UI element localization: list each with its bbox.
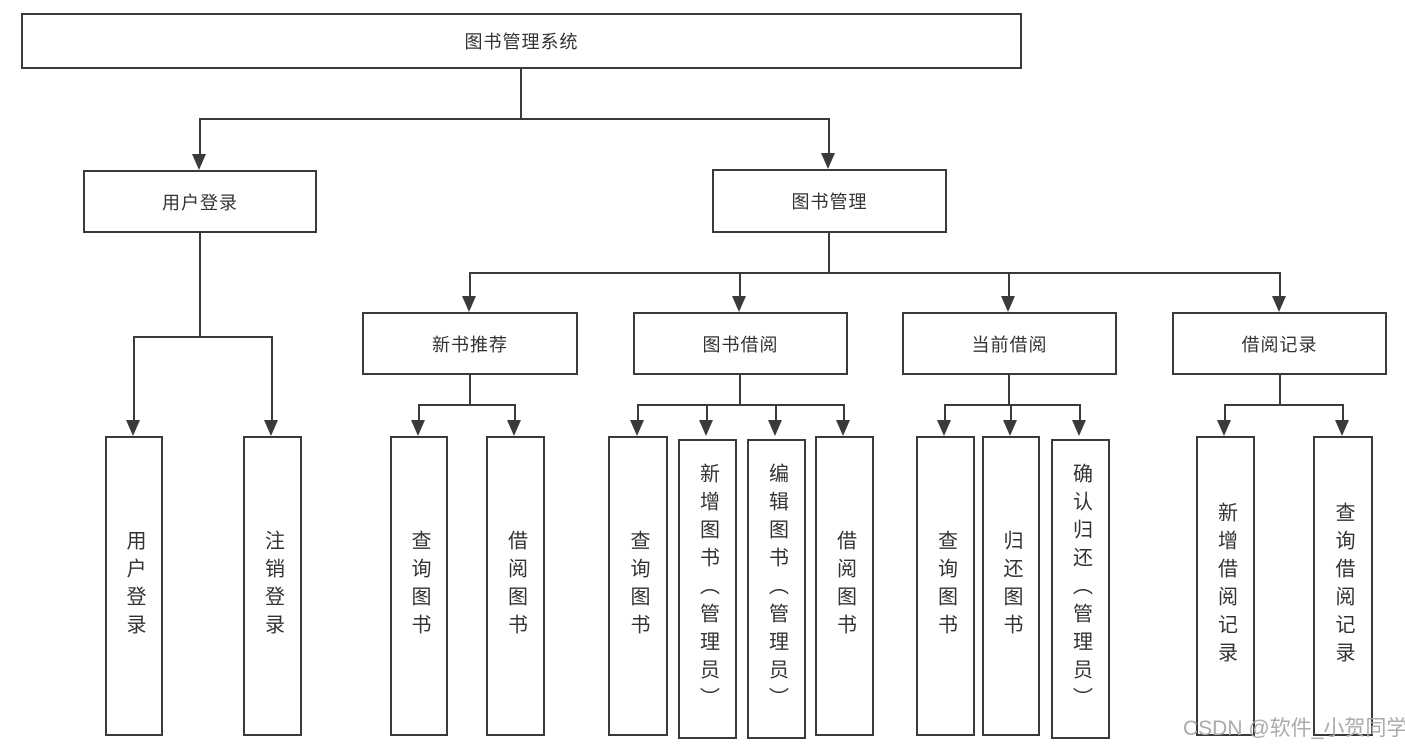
node-book-management: 图书管理	[712, 169, 947, 233]
connector-line	[514, 404, 516, 422]
arrow-down-icon	[264, 420, 278, 436]
leaf-query-book-current-label: 查询图书	[934, 530, 957, 642]
leaf-query-book-borrow: 查询图书	[608, 436, 668, 736]
connector-line	[1010, 404, 1012, 422]
arrow-down-icon	[732, 296, 746, 312]
leaf-logout: 注销登录	[243, 436, 302, 736]
leaf-borrow-book: 借阅图书	[815, 436, 874, 736]
arrow-down-icon	[1003, 420, 1017, 436]
connector-line	[637, 404, 845, 406]
arrow-down-icon	[1272, 296, 1286, 312]
leaf-confirm-return-admin: 确认归还（管理员）	[1051, 439, 1110, 739]
connector-line	[418, 404, 516, 406]
arrow-down-icon	[192, 154, 206, 170]
connector-line	[706, 404, 708, 422]
connector-line	[1224, 404, 1226, 422]
leaf-borrow-book-recommend-label: 借阅图书	[504, 530, 527, 642]
arrow-down-icon	[821, 153, 835, 169]
node-current-borrow: 当前借阅	[902, 312, 1117, 375]
arrow-down-icon	[1335, 420, 1349, 436]
arrow-down-icon	[411, 420, 425, 436]
connector-line	[469, 272, 1281, 274]
watermark: CSDN @软件_小贺同学	[1183, 717, 1405, 740]
leaf-edit-book-admin: 编辑图书（管理员）	[747, 439, 806, 739]
connector-line	[739, 375, 741, 406]
connector-line	[944, 404, 946, 422]
arrow-down-icon	[1217, 420, 1231, 436]
node-book-borrow-label: 图书借阅	[702, 334, 779, 355]
node-current-borrow-label: 当前借阅	[971, 334, 1048, 355]
leaf-borrow-book-recommend: 借阅图书	[486, 436, 545, 736]
leaf-query-borrow-record-label: 查询借阅记录	[1332, 502, 1354, 670]
node-book-management-label: 图书管理	[791, 192, 868, 212]
leaf-query-borrow-record: 查询借阅记录	[1313, 436, 1373, 736]
connector-line	[828, 233, 830, 274]
connector-line	[1342, 404, 1344, 422]
connector-line	[199, 118, 201, 156]
leaf-borrow-book-label: 借阅图书	[833, 530, 856, 642]
leaf-add-borrow-record-label: 新增借阅记录	[1214, 502, 1237, 670]
leaf-return-book: 归还图书	[982, 436, 1040, 736]
leaf-return-book-label: 归还图书	[1000, 530, 1022, 642]
node-borrow-record-label: 借阅记录	[1241, 334, 1318, 355]
arrow-down-icon	[1001, 296, 1015, 312]
connector-line	[133, 336, 273, 338]
connector-line	[637, 404, 639, 422]
connector-line	[1279, 375, 1281, 406]
connector-line	[469, 375, 471, 406]
connector-line	[843, 404, 845, 422]
leaf-query-book-recommend-label: 查询图书	[408, 530, 430, 642]
leaf-user-login-label: 用户登录	[123, 530, 145, 642]
node-new-book-recommend-label: 新书推荐	[432, 334, 508, 355]
leaf-user-login: 用户登录	[105, 436, 163, 736]
arrow-down-icon	[937, 420, 951, 436]
connector-line	[739, 272, 741, 298]
connector-line	[418, 404, 420, 422]
connector-line	[199, 118, 830, 120]
arrow-down-icon	[836, 420, 850, 436]
connector-line	[1279, 272, 1281, 298]
node-borrow-record: 借阅记录	[1172, 312, 1387, 375]
leaf-add-book-admin-label: 新增图书（管理员）	[696, 463, 719, 715]
connector-line	[1008, 375, 1010, 406]
node-root-label: 图书管理系统	[464, 32, 579, 52]
leaf-query-book-borrow-label: 查询图书	[627, 530, 649, 642]
arrow-down-icon	[630, 420, 644, 436]
connector-line	[1079, 404, 1081, 422]
connector-line	[775, 404, 777, 422]
node-root: 图书管理系统	[21, 13, 1022, 69]
leaf-logout-label: 注销登录	[261, 530, 284, 642]
arrow-down-icon	[126, 420, 140, 436]
connector-line	[828, 118, 830, 156]
connector-line	[520, 69, 522, 120]
node-user-login-label: 用户登录	[162, 192, 238, 213]
arrow-down-icon	[1072, 420, 1086, 436]
leaf-add-book-admin: 新增图书（管理员）	[678, 439, 737, 739]
connector-line	[271, 336, 273, 422]
connector-line	[133, 336, 135, 422]
leaf-confirm-return-admin-label: 确认归还（管理员）	[1069, 463, 1092, 715]
connector-line	[944, 404, 1081, 406]
arrow-down-icon	[462, 296, 476, 312]
connector-line	[1224, 404, 1343, 406]
node-user-login: 用户登录	[83, 170, 317, 233]
connector-line	[469, 272, 471, 298]
connector-line	[1008, 272, 1010, 298]
node-book-borrow: 图书借阅	[633, 312, 848, 375]
connector-line	[199, 233, 201, 338]
arrow-down-icon	[507, 420, 521, 436]
leaf-add-borrow-record: 新增借阅记录	[1196, 436, 1255, 736]
leaf-edit-book-admin-label: 编辑图书（管理员）	[765, 463, 788, 715]
arrow-down-icon	[768, 420, 782, 436]
leaf-query-book-current: 查询图书	[916, 436, 975, 736]
node-new-book-recommend: 新书推荐	[362, 312, 578, 375]
arrow-down-icon	[699, 420, 713, 436]
leaf-query-book-recommend: 查询图书	[390, 436, 448, 736]
